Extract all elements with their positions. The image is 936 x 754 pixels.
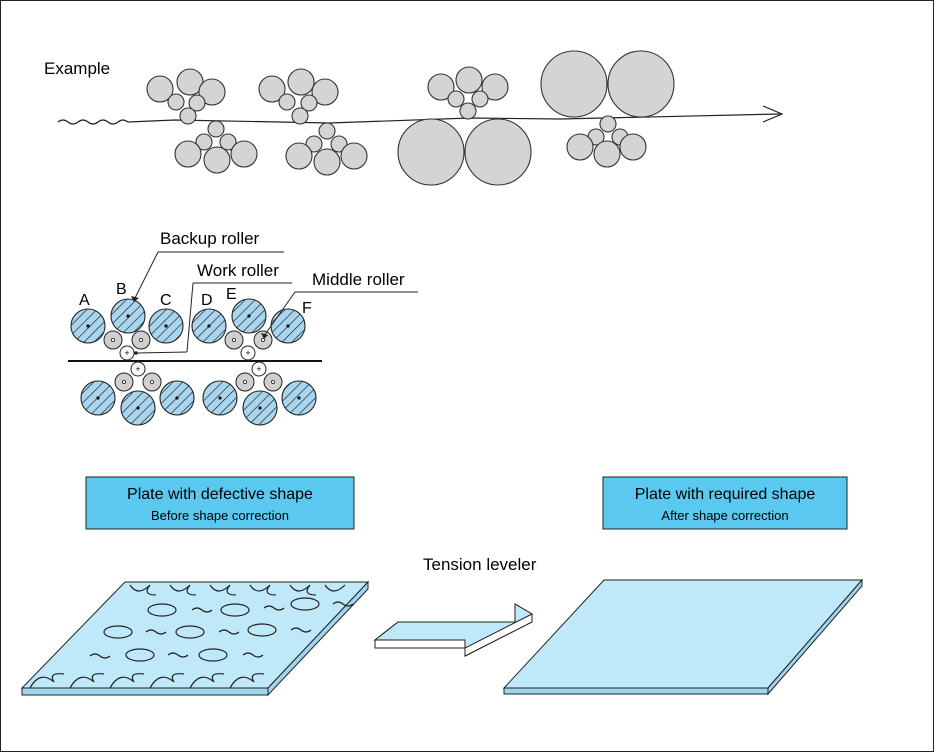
callout-backup-roller: Backup roller bbox=[160, 229, 260, 248]
roller-detail: + + + + A B C D E F Backup roller Work rol… bbox=[68, 229, 418, 426]
callout-work-roller: Work roller bbox=[197, 261, 279, 280]
before-title: Plate with defective shape bbox=[127, 486, 313, 503]
example-roller-train bbox=[57, 50, 784, 186]
after-subtitle: After shape correction bbox=[661, 508, 788, 523]
defective-plate bbox=[20, 580, 370, 697]
roller-letter-b: B bbox=[116, 281, 127, 298]
roller-letter-f: F bbox=[302, 300, 312, 317]
work-rollers bbox=[119, 345, 267, 377]
callout-middle-roller: Middle roller bbox=[312, 270, 405, 289]
svg-text:+: + bbox=[245, 348, 250, 358]
process-label: Tension leveler bbox=[423, 555, 537, 574]
process-arrow bbox=[373, 603, 533, 657]
svg-text:+: + bbox=[124, 348, 129, 358]
roller-letter-d: D bbox=[201, 292, 213, 309]
svg-text:+: + bbox=[256, 364, 261, 374]
svg-text:+: + bbox=[135, 364, 140, 374]
after-label-box: Plate with required shape After shape co… bbox=[602, 476, 848, 530]
after-title: Plate with required shape bbox=[635, 486, 816, 503]
plate-defects bbox=[29, 584, 354, 689]
corrected-plate bbox=[502, 578, 864, 696]
example-label: Example bbox=[44, 59, 110, 78]
backup-rollers-bottom bbox=[80, 380, 317, 426]
roller-letter-e: E bbox=[226, 286, 237, 303]
roller-letter-c: C bbox=[160, 292, 172, 309]
before-label-box: Plate with defective shape Before shape … bbox=[85, 476, 355, 530]
before-subtitle: Before shape correction bbox=[151, 508, 289, 523]
roller-letter-a: A bbox=[79, 292, 90, 309]
